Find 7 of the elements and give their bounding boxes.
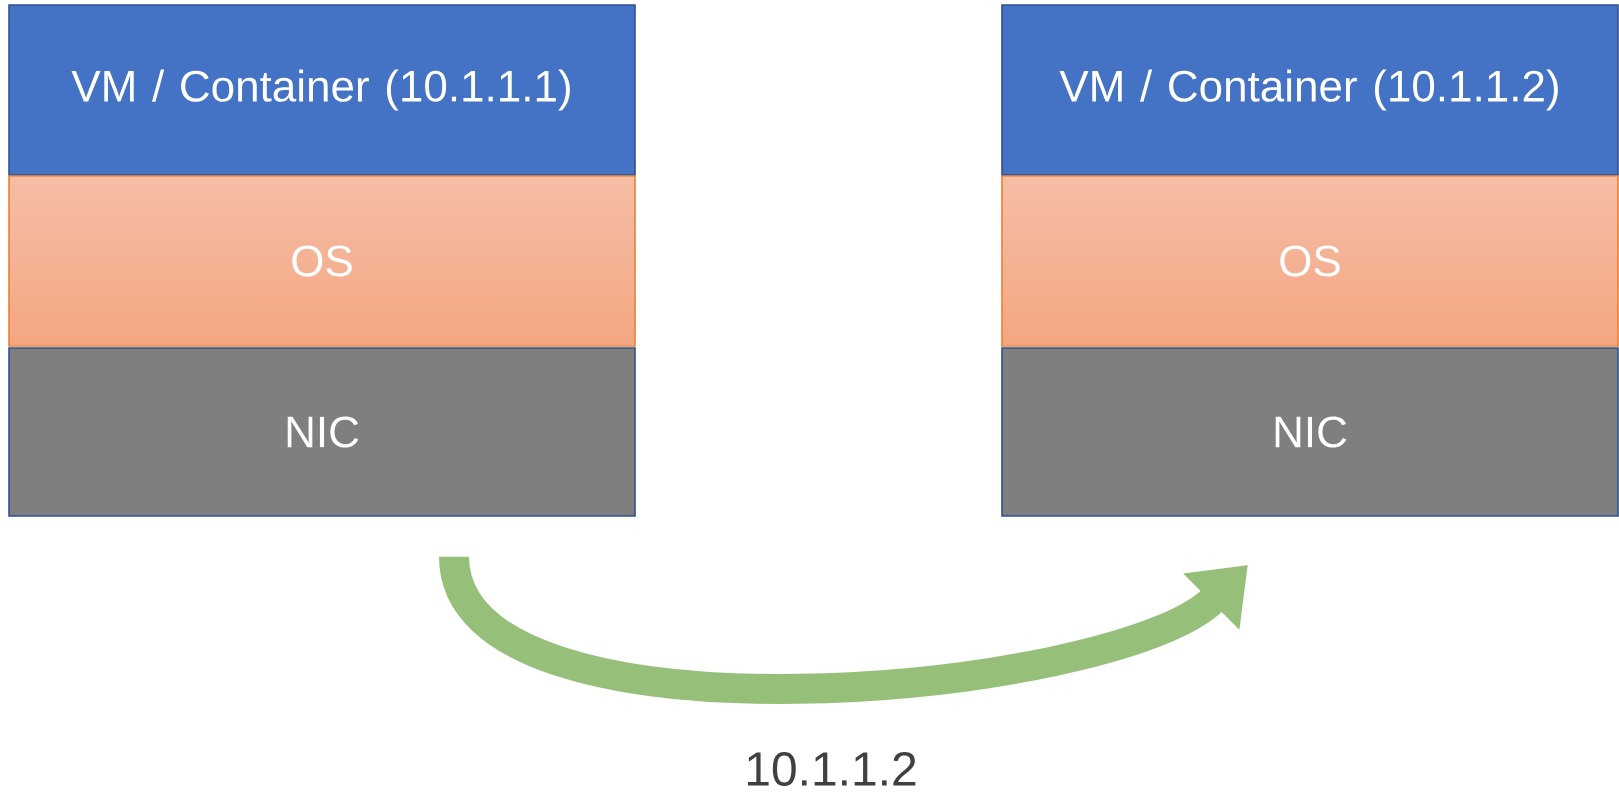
edge-label: 10.1.1.2 (747, 752, 916, 786)
nic-layer-box: NIC (1001, 347, 1619, 517)
vm-layer-box: VM / Container (10.1.1.2) (1001, 4, 1619, 176)
os-layer-box: OS (8, 175, 636, 347)
os-layer-box: OS (1001, 175, 1619, 347)
nic-layer-box: NIC (8, 347, 636, 517)
vm-layer-box: VM / Container (10.1.1.1) (8, 4, 636, 176)
